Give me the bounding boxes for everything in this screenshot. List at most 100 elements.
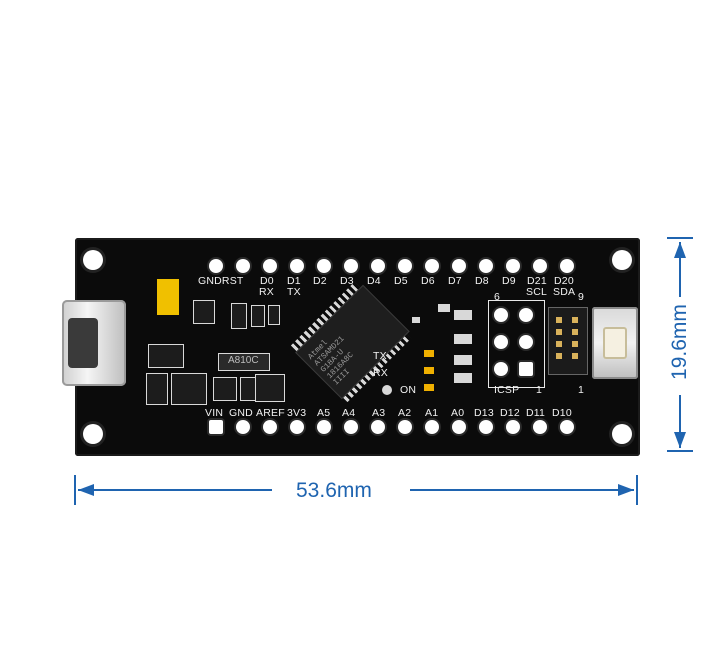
header-pin (452, 259, 466, 273)
header-pin (398, 259, 412, 273)
pin-label: D0 (260, 275, 274, 287)
header-pin (425, 259, 439, 273)
pin-sublabel: TX (287, 286, 301, 298)
header-pin (479, 259, 493, 273)
pin-label: D2 (313, 275, 327, 287)
tx-led (424, 350, 434, 357)
icsp-pin (494, 308, 508, 322)
pin-label: D12 (500, 407, 520, 419)
header-pin (572, 317, 578, 323)
header-pin (263, 420, 277, 434)
header-pin (317, 259, 331, 273)
icsp-outline (488, 300, 545, 388)
header-pin (209, 420, 223, 434)
header-pin (560, 259, 574, 273)
icsp-pin (494, 335, 508, 349)
rx-led (424, 367, 434, 374)
pin-label: A1 (425, 407, 439, 419)
smd-capacitor (454, 355, 472, 365)
smd-ic (148, 344, 184, 368)
pin-label: A3 (372, 407, 386, 419)
header-pin (425, 420, 439, 434)
icsp-pin (519, 362, 533, 376)
pin-label: AREF (256, 407, 285, 419)
header-pin (533, 259, 547, 273)
smd-component (213, 377, 237, 401)
height-dimension-label: 19.6mm (668, 304, 691, 380)
header-pin (572, 329, 578, 335)
header-pin (344, 259, 358, 273)
pin-label: A0 (451, 407, 465, 419)
pin-label: D10 (552, 407, 572, 419)
smd-capacitor (454, 334, 472, 344)
smd-diode (382, 385, 392, 395)
reset-button[interactable] (592, 307, 638, 379)
header-pin (236, 259, 250, 273)
icsp-pin (494, 362, 508, 376)
led-label: ON (400, 384, 417, 396)
pin-label: D5 (394, 275, 408, 287)
smd-component (231, 303, 247, 329)
pin-label: A5 (317, 407, 331, 419)
pin-label: 3V3 (287, 407, 307, 419)
icsp-pin (519, 308, 533, 322)
pin-label: D21 (527, 275, 547, 287)
width-dimension-label: 53.6mm (296, 479, 372, 502)
smd-component (268, 305, 280, 325)
reset-button-cap[interactable] (603, 327, 627, 359)
smd-component (146, 373, 168, 405)
header-pin (317, 420, 331, 434)
smd-capacitor (454, 310, 472, 320)
swd-header (548, 307, 588, 375)
voltage-regulator (157, 279, 179, 315)
smd-resistor (438, 304, 450, 312)
pin-label: D1 (287, 275, 301, 287)
pin-label: D7 (448, 275, 462, 287)
pin-label: GNDRST (198, 275, 244, 287)
power-led (424, 384, 434, 391)
icsp-pin (519, 335, 533, 349)
pin-sublabel: RX (259, 286, 274, 298)
smd-capacitor (454, 373, 472, 383)
pin-label: D9 (502, 275, 516, 287)
header-pin (556, 317, 562, 323)
header-pin (344, 420, 358, 434)
crystal: A810C (218, 353, 270, 371)
header-pin (371, 259, 385, 273)
pin-label: D20 (554, 275, 574, 287)
pin-label: D8 (475, 275, 489, 287)
pin-label: A2 (398, 407, 412, 419)
header-pin (452, 420, 466, 434)
header-pin (560, 420, 574, 434)
pin-label: D3 (340, 275, 354, 287)
header-label: ICSP (494, 384, 520, 396)
pin-label: GND (229, 407, 253, 419)
header-pin (290, 259, 304, 273)
smd-component (251, 305, 265, 327)
pin-sublabel: SCL (526, 286, 548, 298)
header-pin (506, 259, 520, 273)
pin-label: A4 (342, 407, 356, 419)
header-pin (209, 259, 223, 273)
header-pin (263, 259, 277, 273)
pin-label: D11 (526, 407, 546, 419)
header-pin (556, 341, 562, 347)
led-label: TX (373, 350, 387, 362)
header-label: 9 (578, 291, 585, 303)
header-pin (479, 420, 493, 434)
header-label: 1 (536, 384, 543, 396)
header-pin (506, 420, 520, 434)
mount-hole (612, 424, 632, 444)
header-pin (290, 420, 304, 434)
smd-component (193, 300, 215, 324)
header-pin (236, 420, 250, 434)
header-pin (572, 341, 578, 347)
smd-resistor (412, 317, 420, 323)
pin-label: VIN (205, 407, 224, 419)
smd-component (255, 374, 285, 402)
header-pin (556, 329, 562, 335)
mount-hole (83, 250, 103, 270)
header-pin (533, 420, 547, 434)
